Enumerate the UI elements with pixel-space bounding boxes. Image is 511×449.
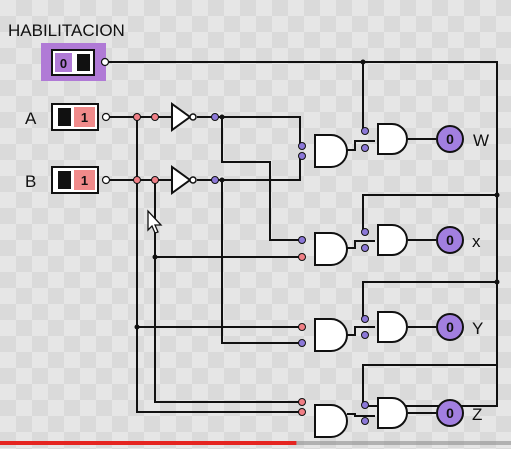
output-y-label: Y: [472, 319, 483, 338]
input-b-value: 1: [81, 173, 88, 188]
led-w-value: 0: [446, 131, 454, 147]
led-z: 0: [436, 399, 464, 427]
output-z-label: Z: [472, 405, 482, 424]
video-progress-fill: [0, 441, 297, 445]
led-w: 0: [436, 125, 464, 153]
led-x-value: 0: [446, 232, 454, 248]
cursor-arrow-icon: [147, 209, 163, 234]
input-a-value: 1: [81, 110, 88, 125]
input-a-label: A: [25, 109, 37, 128]
input-a-switch[interactable]: 1: [51, 103, 111, 131]
led-x: 0: [436, 226, 464, 254]
and-gate-z1-icon[interactable]: [314, 404, 348, 438]
and-gate-y2-icon[interactable]: [377, 311, 408, 343]
pins: [133, 113, 369, 425]
enable-label: HABILITACION: [8, 21, 125, 40]
wire-junctions: [134, 59, 500, 330]
and-gate-x2-icon[interactable]: [377, 224, 408, 256]
enable-switch[interactable]: 0: [41, 43, 110, 81]
not-gate-a-icon[interactable]: [171, 102, 197, 132]
wires: [107, 61, 498, 417]
enable-switch-value: 0: [60, 56, 67, 71]
led-y: 0: [436, 313, 464, 341]
and-gate-y1-icon[interactable]: [314, 318, 348, 352]
input-b-switch[interactable]: 1: [51, 166, 111, 194]
input-b-label: B: [25, 172, 36, 191]
output-x-label: x: [472, 232, 481, 251]
and-gate-x1-icon[interactable]: [314, 232, 348, 266]
and-gate-z2-icon[interactable]: [377, 397, 408, 429]
and-gate-w2-icon[interactable]: [377, 123, 408, 155]
output-w-label: W: [473, 131, 489, 150]
led-z-value: 0: [446, 405, 454, 421]
not-gate-b-icon[interactable]: [171, 165, 197, 195]
led-y-value: 0: [446, 319, 454, 335]
and-gate-w1-icon[interactable]: [314, 134, 348, 168]
